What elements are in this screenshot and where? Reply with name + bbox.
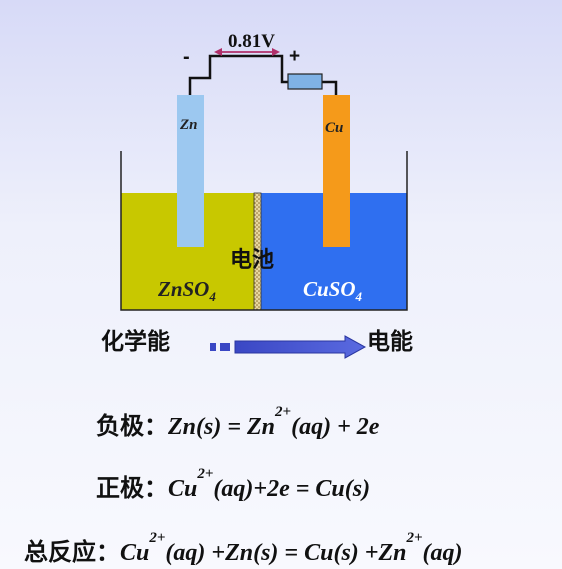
cathode-eq-charge: 2+: [197, 466, 214, 482]
total-eq-part1: Cu: [120, 540, 150, 566]
cell-label: 电池: [230, 248, 274, 273]
chemical-energy-label: 化学能: [101, 328, 170, 355]
copper-electrode-label: Cu: [325, 120, 343, 136]
anode-equation: 负极：Zn(s) = Zn2+(aq) + 2e: [96, 404, 380, 441]
anode-eq-part2: (aq) + 2e: [291, 414, 380, 440]
zinc-electrode-label: Zn: [179, 117, 198, 133]
energy-conversion-arrow: [210, 335, 367, 359]
cathode-equation: 正极：Cu2+(aq)+2e = Cu(s): [96, 466, 371, 503]
beaker: [120, 151, 408, 311]
cathode-eq-part1: Cu: [168, 476, 198, 502]
zinc-electrode: [177, 95, 204, 247]
total-eq-part3: (aq): [422, 540, 463, 566]
cathode-eq-part2: (aq)+2e = Cu(s): [213, 476, 371, 502]
electrical-energy-label: 电能: [367, 328, 413, 355]
anode-label: 负极：: [96, 412, 168, 440]
negative-terminal-sign: -: [183, 46, 190, 68]
total-label: 总反应：: [24, 538, 120, 566]
total-eq-charge2: 2+: [406, 530, 423, 546]
cuso4-label: CuSO4: [303, 277, 363, 304]
positive-terminal-sign: +: [289, 46, 300, 67]
external-circuit-wire: [188, 54, 338, 95]
znso4-label: ZnSO4: [157, 277, 216, 304]
total-eq-charge1: 2+: [149, 530, 166, 546]
anode-eq-part1: Zn(s) = Zn: [168, 414, 276, 440]
cathode-label: 正极：: [96, 474, 168, 502]
total-eq-part2: (aq) +Zn(s) = Cu(s) +Zn: [165, 540, 407, 566]
anode-eq-charge: 2+: [275, 404, 292, 420]
voltage-arrow: [214, 48, 280, 56]
total-reaction-equation: 总反应：Cu2+(aq) +Zn(s) = Cu(s) +Zn2+(aq): [24, 530, 463, 567]
copper-electrode: [323, 95, 350, 247]
resistor: [287, 73, 323, 90]
voltage-reading: 0.81V: [228, 31, 275, 52]
